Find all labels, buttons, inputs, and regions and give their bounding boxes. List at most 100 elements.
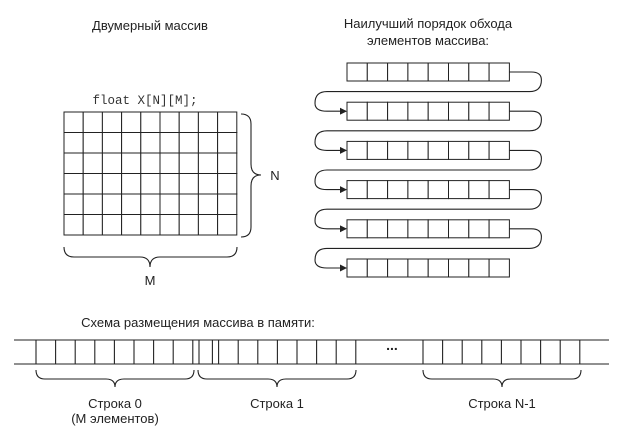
grid-cell xyxy=(101,173,123,195)
traversal-cell xyxy=(387,140,409,160)
rowN-label: Строка N-1 xyxy=(468,396,536,411)
array-grid xyxy=(63,111,238,236)
traversal-cell xyxy=(427,62,450,82)
cols-brace xyxy=(63,246,238,268)
row0-brace xyxy=(35,369,195,388)
traversal-arrow xyxy=(314,110,542,154)
traversal-cell xyxy=(387,180,409,200)
traversal-cell xyxy=(387,62,409,82)
traversal-order xyxy=(314,62,542,278)
traversal-cell xyxy=(448,258,470,278)
traversal-cell xyxy=(346,180,368,200)
memory-cells xyxy=(35,340,581,364)
array-declaration: float X[N][M]; xyxy=(92,94,197,108)
grid-cell xyxy=(140,111,161,133)
grid-cell xyxy=(82,132,103,154)
grid-cell xyxy=(159,173,180,195)
row1-label: Строка 1 xyxy=(250,396,304,411)
grid-cell xyxy=(101,132,123,154)
grid-cell xyxy=(140,152,161,174)
grid-cell xyxy=(140,193,161,215)
grid-cell xyxy=(178,214,199,236)
traversal-cell xyxy=(448,180,470,200)
grid-cell xyxy=(217,152,238,174)
grid-cell xyxy=(140,214,161,236)
grid-cell xyxy=(63,132,84,154)
grid-cell xyxy=(197,132,219,154)
grid-cell xyxy=(178,173,199,195)
title-traversal-line2: элементов массива: xyxy=(367,33,489,48)
row0-sublabel: (M элементов) xyxy=(71,411,159,426)
grid-cell xyxy=(217,214,238,236)
traversal-cell xyxy=(346,140,368,160)
traversal-cell xyxy=(366,140,389,160)
grid-cell xyxy=(197,193,219,215)
grid-cell xyxy=(63,193,84,215)
grid-cell xyxy=(197,152,219,174)
grid-cell xyxy=(178,152,199,174)
grid-cell xyxy=(197,173,219,195)
grid-cell xyxy=(178,132,199,154)
traversal-cell xyxy=(468,180,490,200)
grid-cell xyxy=(217,111,238,133)
grid-cell xyxy=(140,132,161,154)
traversal-cell xyxy=(468,62,490,82)
traversal-cell xyxy=(387,258,409,278)
traversal-cell xyxy=(346,101,368,121)
traversal-cell xyxy=(346,219,368,239)
traversal-cell xyxy=(346,258,368,278)
traversal-cell xyxy=(488,140,510,160)
cols-label: M xyxy=(145,273,156,288)
traversal-arrow xyxy=(314,71,542,115)
grid-cell xyxy=(121,214,142,236)
grid-cell xyxy=(82,173,103,195)
grid-cell xyxy=(101,193,123,215)
grid-cell xyxy=(121,111,142,133)
traversal-cell xyxy=(448,140,470,160)
traversal-cell xyxy=(448,62,470,82)
grid-cell xyxy=(159,132,180,154)
traversal-cell xyxy=(448,219,470,239)
traversal-cell xyxy=(387,101,409,121)
grid-cell xyxy=(217,193,238,215)
grid-cell xyxy=(101,111,123,133)
grid-cell xyxy=(82,193,103,215)
memory-ellipsis: ... xyxy=(386,337,398,353)
title-traversal-line1: Наилучший порядок обхода xyxy=(344,16,513,31)
traversal-cell xyxy=(407,258,429,278)
traversal-cell xyxy=(407,140,429,160)
traversal-cell xyxy=(366,258,389,278)
rows-brace xyxy=(240,113,262,238)
grid-cell xyxy=(82,111,103,133)
grid-cell xyxy=(101,214,123,236)
grid-cell xyxy=(217,173,238,195)
grid-cell xyxy=(63,111,84,133)
grid-cell xyxy=(121,173,142,195)
traversal-cell xyxy=(387,219,409,239)
grid-cell xyxy=(178,193,199,215)
grid-cell xyxy=(140,173,161,195)
grid-cell xyxy=(178,111,199,133)
traversal-cell xyxy=(468,258,490,278)
rowN-brace xyxy=(422,369,582,388)
traversal-cell xyxy=(427,258,450,278)
grid-cell xyxy=(159,111,180,133)
grid-cell xyxy=(63,173,84,195)
grid-cell xyxy=(197,111,219,133)
row1-brace xyxy=(197,369,357,388)
traversal-cell xyxy=(468,101,490,121)
grid-cell xyxy=(197,214,219,236)
grid-cell xyxy=(217,132,238,154)
traversal-cell xyxy=(448,101,470,121)
grid-cell xyxy=(159,193,180,215)
traversal-cell xyxy=(488,62,510,82)
traversal-arrow xyxy=(314,189,542,233)
grid-cell xyxy=(121,193,142,215)
grid-cell xyxy=(63,214,84,236)
grid-cell xyxy=(82,152,103,174)
traversal-cell xyxy=(468,140,490,160)
row0-label: Строка 0 xyxy=(88,396,142,411)
traversal-cell xyxy=(407,62,429,82)
traversal-cell xyxy=(427,140,450,160)
grid-cell xyxy=(159,152,180,174)
